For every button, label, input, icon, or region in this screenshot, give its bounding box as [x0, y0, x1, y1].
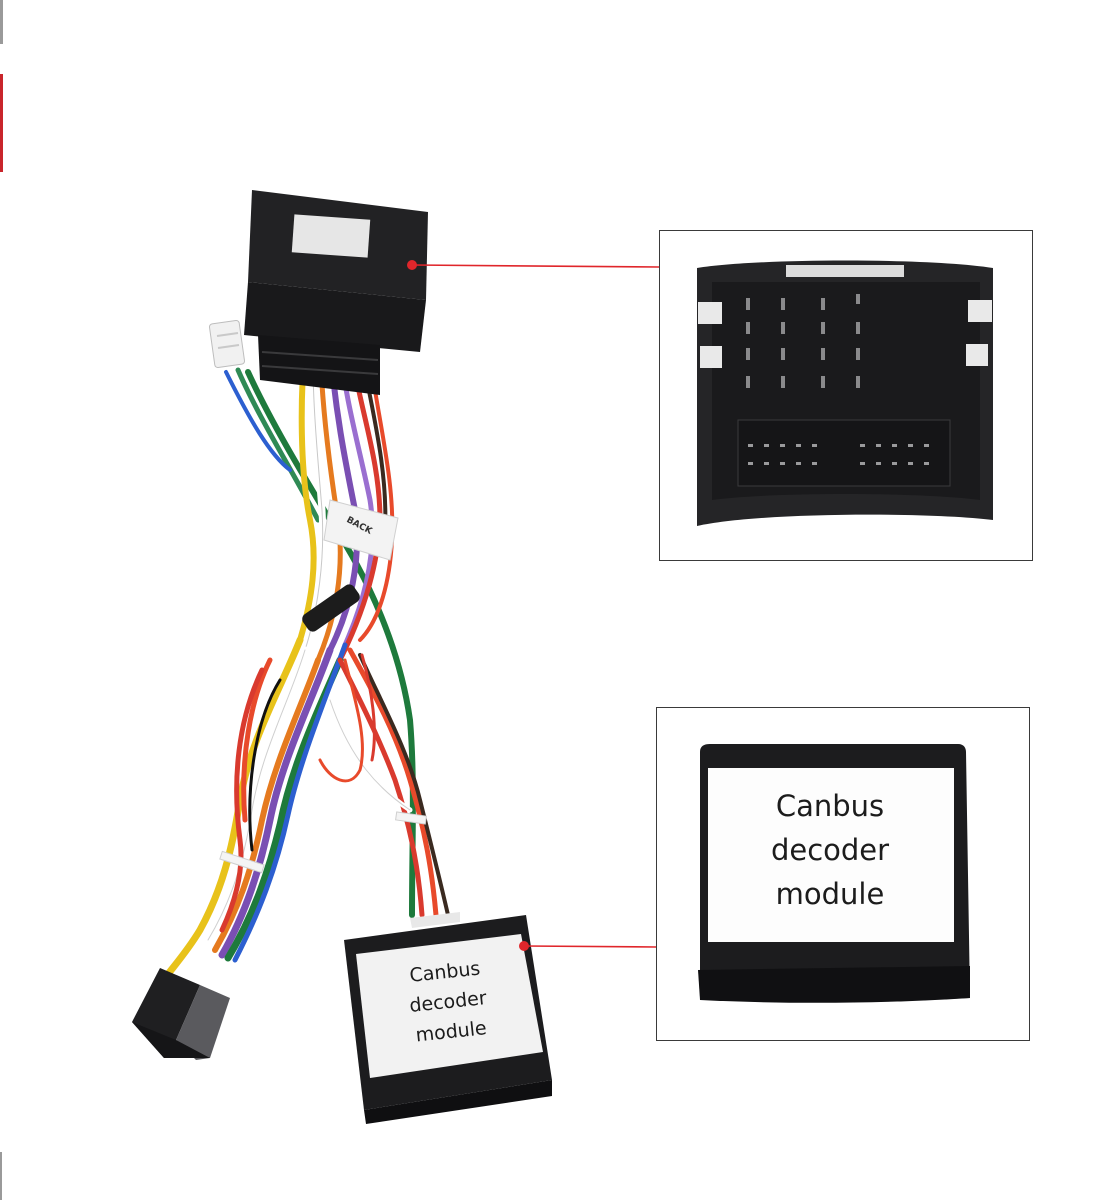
small-white-connector — [208, 320, 246, 368]
left-edge-mark-top — [0, 0, 3, 44]
zip-tie — [219, 850, 265, 874]
inset-frame-decoder — [656, 707, 1030, 1041]
leader-line-decoder — [523, 945, 657, 948]
left-edge-mark-bottom — [0, 1152, 2, 1200]
leader-lines — [411, 264, 660, 948]
leader-line-connector — [411, 264, 660, 268]
connector-face-closeup — [697, 260, 993, 526]
vehicle-side-connector — [244, 190, 428, 395]
inset-frame-connector — [659, 230, 1033, 561]
zip-tie — [395, 811, 427, 825]
leader-dot — [407, 260, 417, 270]
leader-dot — [519, 941, 529, 951]
inline-fuse-holder — [302, 584, 360, 632]
back-wire-tag — [323, 499, 399, 561]
canbus-decoder-small — [344, 912, 552, 1124]
left-edge-mark-red — [0, 74, 3, 172]
iso-plug-connector — [132, 968, 230, 1060]
canbus-decoder-closeup — [698, 744, 970, 1003]
decoder-closeup-label: Canbus decoder module — [770, 789, 890, 911]
wire-bundle — [156, 341, 450, 989]
decoder-small-label: Canbus decoder module — [408, 957, 488, 1047]
